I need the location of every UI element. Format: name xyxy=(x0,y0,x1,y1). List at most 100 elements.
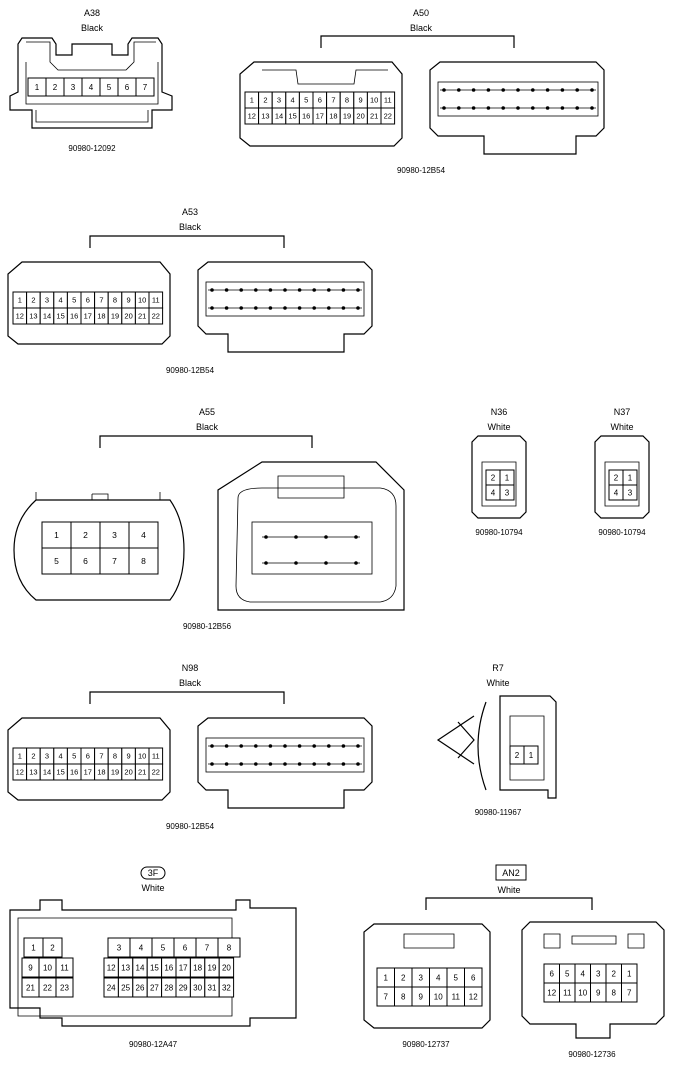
a53-bracket xyxy=(89,235,285,248)
a53-housing-right xyxy=(197,261,373,353)
pin-number: 19 xyxy=(111,768,119,777)
terminal-dot xyxy=(457,88,461,92)
pin-number: 19 xyxy=(111,312,119,321)
pin-number: 5 xyxy=(107,83,112,92)
pin-number: 11 xyxy=(152,296,160,305)
pin-number: 22 xyxy=(384,112,392,121)
an2-bracket xyxy=(425,897,593,910)
a50-latch xyxy=(262,69,388,85)
n37-color: White xyxy=(610,422,633,432)
pin-number: 8 xyxy=(345,96,349,105)
pin-cell xyxy=(464,986,483,1007)
pin-cell xyxy=(217,937,241,958)
pin-cell xyxy=(55,977,74,998)
pin-number: 4 xyxy=(59,296,63,305)
terminal-dot xyxy=(324,561,328,565)
pin-number: 20 xyxy=(356,112,364,121)
pin-number: 16 xyxy=(164,963,173,972)
pin-number: 3 xyxy=(596,969,601,978)
pin-number: 18 xyxy=(97,768,105,777)
terminal-dot xyxy=(590,106,594,110)
pin-number: 27 xyxy=(150,983,159,992)
pin-number: 21 xyxy=(138,312,146,321)
terminal-dot xyxy=(516,106,520,110)
terminal-dot xyxy=(341,306,346,310)
pin-cell xyxy=(135,77,155,97)
pin-number: 1 xyxy=(35,83,40,92)
pin-number: 4 xyxy=(89,83,94,92)
pin-number: 4 xyxy=(139,943,144,952)
a53-color: Black xyxy=(179,222,202,232)
terminal-dot xyxy=(283,762,287,766)
an2-id-box xyxy=(495,864,527,881)
pin-number: 13 xyxy=(261,112,269,121)
an2-left-part-number: 90980-12737 xyxy=(402,1040,450,1049)
terminal-dot xyxy=(341,762,346,766)
pin-number: 10 xyxy=(138,296,146,305)
a38-color: Black xyxy=(81,23,104,33)
terminal-dot xyxy=(354,535,358,539)
a53-housing-left xyxy=(7,261,171,345)
pin-number: 22 xyxy=(152,768,160,777)
a55-tabs xyxy=(35,492,161,500)
pin-number: 5 xyxy=(565,969,570,978)
pin-number: 14 xyxy=(275,112,283,121)
pin-number: 3 xyxy=(628,488,633,497)
a53-rear-terminals xyxy=(205,281,365,317)
pin-number: 5 xyxy=(454,973,459,982)
pin-number: 22 xyxy=(152,312,160,321)
pin-cell xyxy=(148,307,164,325)
pin-number: 3 xyxy=(117,943,122,952)
terminal-dot xyxy=(575,88,579,92)
pin-number: 23 xyxy=(60,983,69,992)
terminal-dot xyxy=(224,762,229,766)
pin-number: 7 xyxy=(99,752,103,761)
an2-housing-left xyxy=(363,923,491,1029)
terminal-frame xyxy=(251,521,373,575)
a38-face xyxy=(25,62,159,105)
pin-number: 18 xyxy=(329,112,337,121)
pin-number: 12 xyxy=(547,988,556,997)
terminal-dot xyxy=(327,306,331,310)
terminal-dot xyxy=(210,306,214,310)
pin-number: 4 xyxy=(436,973,441,982)
terminal-dot xyxy=(486,88,491,92)
r7-color: White xyxy=(486,678,509,688)
pin-number: 1 xyxy=(384,973,389,982)
pin-number: 32 xyxy=(222,983,231,992)
pin-number: 18 xyxy=(97,312,105,321)
terminal-dot xyxy=(501,88,506,92)
pin-number: 8 xyxy=(612,988,617,997)
pin-number: 5 xyxy=(161,943,166,952)
pin-cell xyxy=(218,957,235,978)
n98-housing-right xyxy=(197,717,373,809)
pin-number: 1 xyxy=(627,969,632,978)
pin-number: 5 xyxy=(72,296,76,305)
terminal-dot xyxy=(312,762,317,766)
a55-housing-right xyxy=(217,461,405,611)
pin-number: 28 xyxy=(164,983,173,992)
pin-number: 2 xyxy=(491,473,496,482)
3f-housing xyxy=(9,899,297,1027)
pin-number: 4 xyxy=(581,969,586,978)
pin-number: 9 xyxy=(359,96,363,105)
n36-color: White xyxy=(487,422,510,432)
terminal-dot xyxy=(268,744,273,748)
pin-number: 11 xyxy=(384,96,392,105)
pin-number: 7 xyxy=(99,296,103,305)
pin-number: 2 xyxy=(31,752,35,761)
pin-number: 10 xyxy=(138,752,146,761)
pin-number: 1 xyxy=(250,96,254,105)
pin-number: 7 xyxy=(627,988,632,997)
terminal-dot xyxy=(210,762,214,766)
terminal-dot xyxy=(297,306,302,310)
terminal-dot xyxy=(486,106,491,110)
pin-number: 24 xyxy=(107,983,116,992)
pin-number: 10 xyxy=(434,992,443,1001)
pin-cell xyxy=(499,484,515,501)
